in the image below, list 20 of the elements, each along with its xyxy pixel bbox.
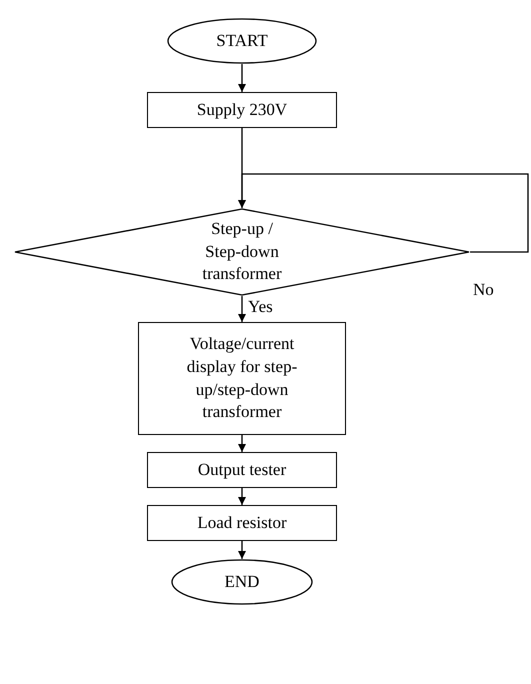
process-box — [147, 505, 337, 541]
node-label: END — [224, 570, 260, 593]
node-label: Voltage/current display for step-up/step-down transformer — [186, 332, 298, 424]
decision-diamond — [14, 208, 470, 296]
node-label: Step-up / Step-down transformer — [201, 218, 283, 286]
arrow — [238, 435, 246, 452]
arrow — [238, 541, 246, 559]
node-label: Supply 230V — [196, 98, 288, 121]
node-label: Load resistor — [197, 512, 287, 534]
arrow — [238, 173, 529, 253]
terminal-ellipse — [171, 559, 313, 605]
process-box — [147, 92, 337, 128]
process-box — [138, 322, 346, 435]
arrow — [238, 64, 246, 92]
node-label: Output tester — [198, 458, 286, 481]
arrow — [238, 296, 246, 322]
process-box — [147, 452, 337, 488]
arrow — [238, 488, 246, 505]
node-label: START — [216, 30, 268, 52]
terminal-ellipse — [167, 18, 317, 64]
